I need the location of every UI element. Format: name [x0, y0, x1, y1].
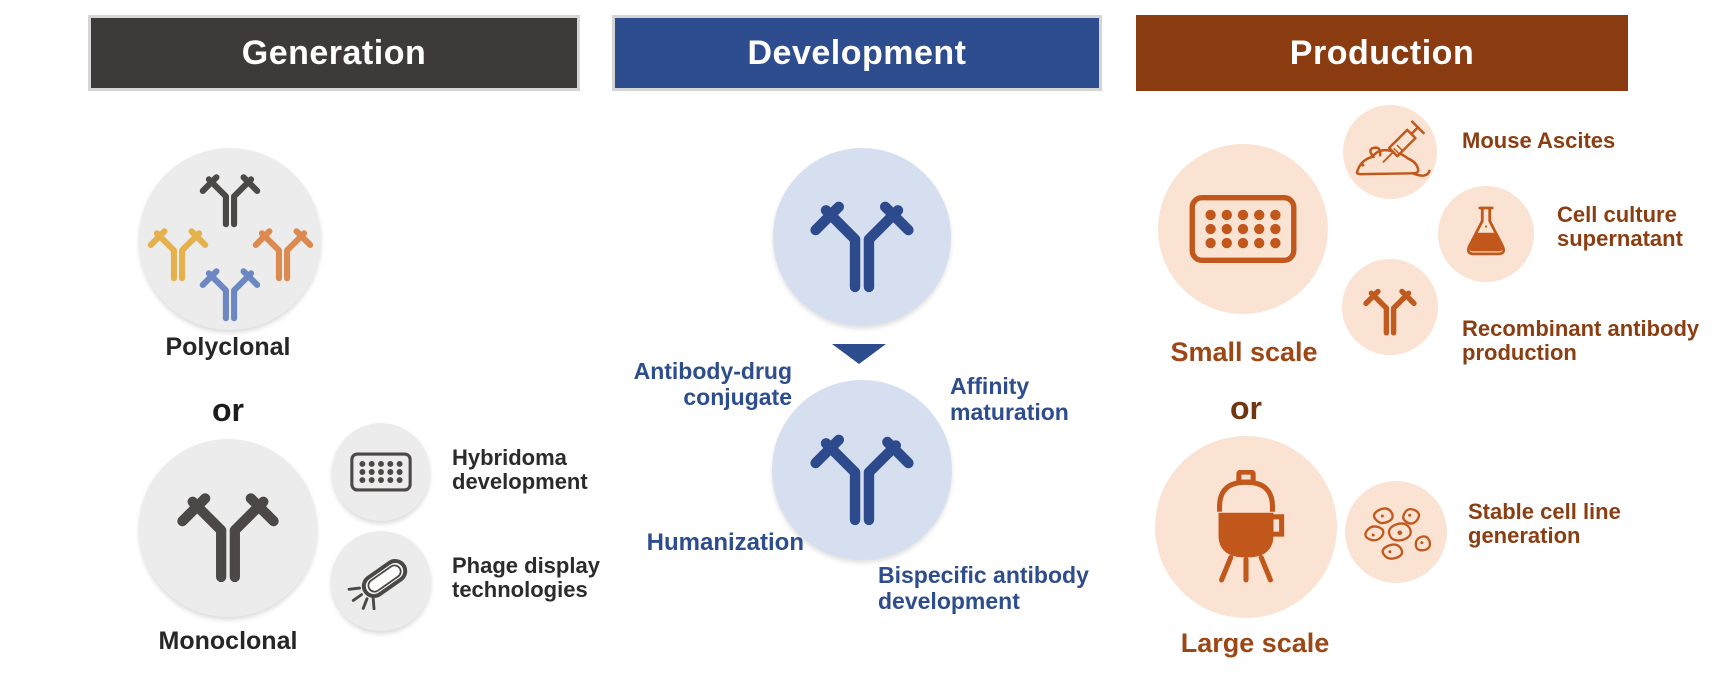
humanization-label: Humanization — [646, 529, 804, 556]
antibody-drug-conjugate-label: Antibody-drug conjugate — [633, 358, 792, 410]
flask-icon — [1466, 206, 1506, 256]
down-arrow-icon — [832, 344, 886, 364]
mouse-syringe-icon — [1355, 120, 1431, 177]
monoclonal-label: Monoclonal — [158, 627, 298, 655]
production-header: Production — [1136, 15, 1628, 91]
phage-circle — [331, 531, 431, 631]
mouse-ascites-label: Mouse Ascites — [1462, 128, 1616, 153]
antibody-icon — [804, 179, 920, 295]
mouse-ascites-circle — [1343, 105, 1437, 199]
affinity-maturation-label: Affinity maturation — [950, 373, 1069, 425]
polyclonal-circle — [139, 148, 321, 330]
hybridoma-label: Hybridoma development — [452, 445, 588, 494]
hybridoma-circle — [332, 423, 430, 521]
engineered-antibody-circle — [772, 380, 952, 560]
cells-icon — [1364, 507, 1432, 560]
cell-culture-supernatant-label: Cell culture supernatant — [1557, 202, 1683, 251]
stable-cell-line-circle — [1345, 481, 1447, 583]
generation-or-label: or — [212, 392, 244, 428]
modified-antibody-icon — [804, 412, 920, 528]
generation-header: Generation — [88, 15, 580, 91]
phage-display-label: Phage display technologies — [452, 553, 600, 602]
large-scale-circle — [1155, 436, 1337, 618]
production-or-label: or — [1230, 390, 1262, 426]
polyclonal-label: Polyclonal — [165, 333, 291, 361]
small-scale-circle — [1158, 144, 1328, 314]
bioreactor-icon — [1216, 470, 1285, 583]
microplate-icon — [350, 452, 412, 492]
stable-cell-line-label: Stable cell line generation — [1468, 499, 1621, 548]
phage-icon — [347, 559, 408, 611]
development-header: Development — [612, 15, 1102, 91]
development-antibody-circle — [773, 148, 951, 326]
large-scale-label: Large scale — [1180, 628, 1330, 658]
monoclonal-circle — [139, 439, 317, 617]
cell-culture-circle — [1438, 186, 1534, 282]
microplate-icon — [1189, 194, 1297, 264]
small-scale-label: Small scale — [1170, 337, 1318, 367]
recombinant-production-label: Recombinant antibody production — [1462, 316, 1700, 365]
antibody-icon — [171, 471, 285, 585]
recombinant-antibody-circle — [1342, 259, 1438, 355]
bispecific-development-label: Bispecific antibody development — [878, 562, 1089, 614]
antibody-icon — [1360, 277, 1420, 337]
antibody-icon — [196, 255, 264, 323]
